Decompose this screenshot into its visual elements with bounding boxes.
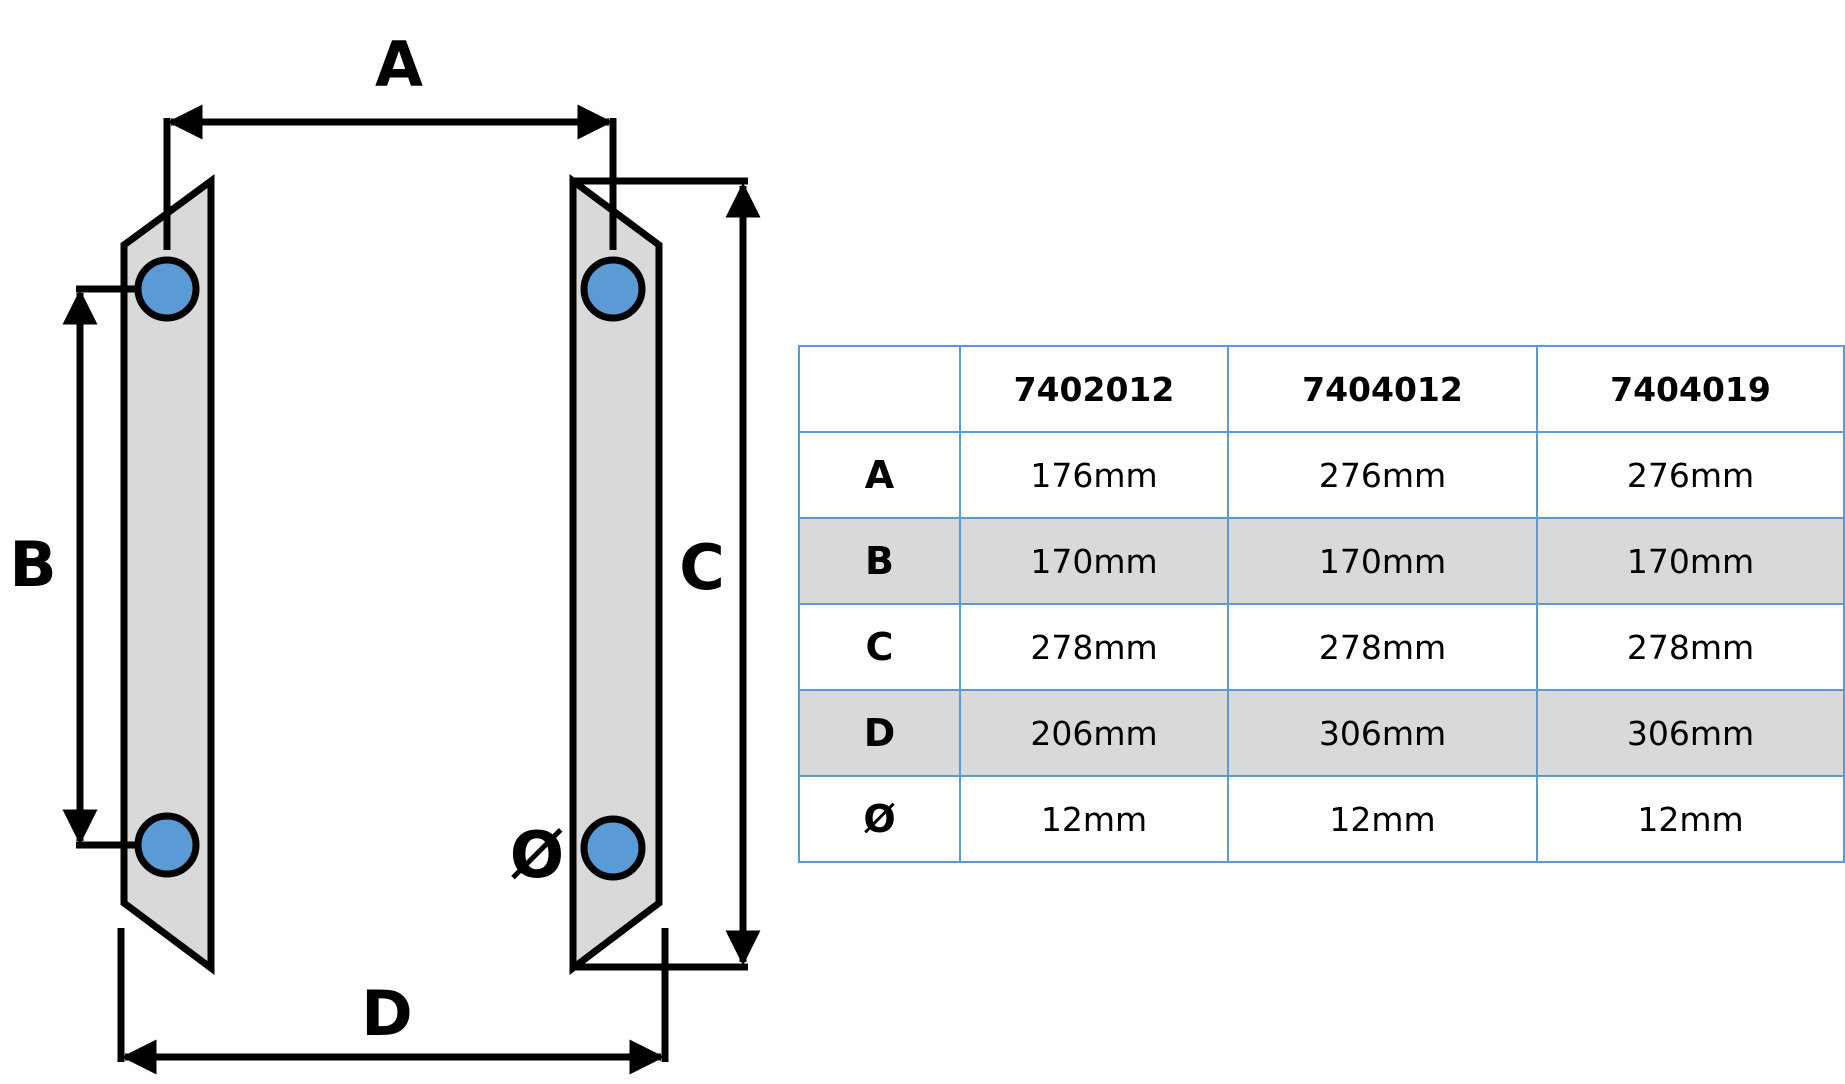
hole-top-right — [580, 256, 646, 322]
table-cell: 278mm — [959, 603, 1229, 691]
table-row-c: C 278mm 278mm 278mm — [798, 603, 1845, 691]
bracket-dimension-diagram: A B C D Ø — [9, 28, 761, 1075]
dimension-spec-table: 7402012 7404012 7404019 A 176mm 276mm 27… — [798, 345, 1845, 863]
table-cell: 206mm — [959, 689, 1229, 777]
table-row-label: C — [798, 603, 961, 691]
dimension-b-label: B — [9, 528, 56, 601]
table-row-d: D 206mm 306mm 306mm — [798, 689, 1845, 777]
table-cell: 12mm — [959, 775, 1229, 863]
table-row-label: D — [798, 689, 961, 777]
table-cell: 306mm — [1536, 689, 1845, 777]
table-cell: 276mm — [1227, 431, 1538, 519]
table-cell: 176mm — [959, 431, 1229, 519]
table-cell: 278mm — [1536, 603, 1845, 691]
right-plate — [569, 174, 663, 976]
table-cell: 12mm — [1227, 775, 1538, 863]
table-cell: 278mm — [1227, 603, 1538, 691]
table-row-label: A — [798, 431, 961, 519]
table-cell: 170mm — [1536, 517, 1845, 605]
table-row-b: B 170mm 170mm 170mm — [798, 517, 1845, 605]
table-header-cell-7402012: 7402012 — [959, 345, 1229, 433]
table-cell: 12mm — [1536, 775, 1845, 863]
dimension-a-label: A — [375, 28, 423, 101]
table-cell: 306mm — [1227, 689, 1538, 777]
table-cell: 276mm — [1536, 431, 1845, 519]
table-header-cell-7404019: 7404019 — [1536, 345, 1845, 433]
table-row-label: Ø — [798, 775, 961, 863]
hole-bottom-left — [134, 812, 200, 878]
table-cell: 170mm — [959, 517, 1229, 605]
dimension-c-label: C — [679, 531, 725, 604]
table-cell: 170mm — [1227, 517, 1538, 605]
table-row-diameter: Ø 12mm 12mm 12mm — [798, 775, 1845, 863]
table-row-a: A 176mm 276mm 276mm — [798, 431, 1845, 519]
table-header-cell-7404012: 7404012 — [1227, 345, 1538, 433]
hole-top-left — [134, 256, 200, 322]
table-header-row: 7402012 7404012 7404019 — [798, 345, 1845, 433]
hole-bottom-right — [580, 815, 646, 881]
left-plate — [120, 174, 215, 975]
dimension-d-label: D — [361, 977, 412, 1050]
table-row-label: B — [798, 517, 961, 605]
table-header-cell-corner — [798, 345, 961, 433]
diameter-label: Ø — [510, 819, 564, 893]
